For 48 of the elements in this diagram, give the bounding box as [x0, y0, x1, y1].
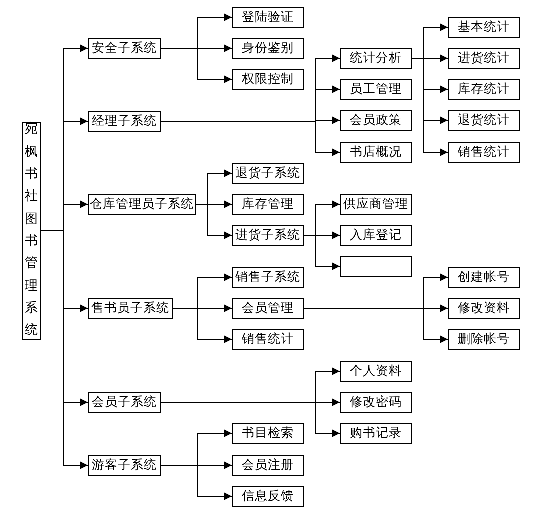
module-box: 售书员子系统	[88, 298, 173, 319]
module-box: 库存统计	[448, 79, 520, 100]
arrow	[160, 402, 340, 438]
module-box: 信息反馈	[232, 486, 304, 507]
arrow	[160, 48, 232, 84]
module-box: 销售统计	[448, 142, 520, 163]
module-box: 进货统计	[448, 48, 520, 69]
module-box: 销售统计	[232, 329, 304, 350]
arrow	[196, 204, 232, 240]
module-box: 退货子系统	[232, 163, 304, 184]
arrow	[160, 121, 340, 156]
module-box: 销售子系统	[232, 267, 304, 288]
root-box	[22, 122, 41, 340]
module-box: 会员管理	[232, 298, 304, 319]
arrow	[412, 58, 448, 156]
arrow	[172, 308, 232, 344]
empty-box	[340, 256, 412, 277]
module-box: 退货统计	[448, 110, 520, 131]
module-box: 基本统计	[448, 17, 520, 38]
arrow	[304, 308, 448, 344]
module-box: 库存管理	[232, 194, 304, 215]
module-box: 游客子系统	[88, 455, 161, 476]
module-box: 会员政策	[340, 110, 412, 131]
module-box: 购书记录	[340, 423, 412, 444]
module-box: 个人资料	[340, 361, 412, 382]
module-box: 登陆验证	[232, 7, 304, 28]
module-box: 统计分析	[340, 48, 412, 69]
module-box: 书目检索	[232, 423, 304, 444]
module-box: 会员注册	[232, 455, 304, 476]
module-box: 进货子系统	[232, 225, 304, 246]
module-box: 身份鉴别	[232, 38, 304, 59]
module-box: 书店概况	[340, 142, 412, 163]
arrow	[304, 235, 340, 270]
system-title: 宛枫书社图书管理系统	[25, 121, 38, 340]
module-box: 经理子系统	[88, 111, 161, 132]
module-box: 员工管理	[340, 79, 412, 100]
module-box: 仓库管理员子系统	[88, 194, 196, 215]
module-box: 供应商管理	[340, 194, 412, 215]
module-box: 权限控制	[232, 69, 304, 90]
module-box: 创建帐号	[448, 267, 520, 288]
arrow	[160, 465, 232, 500]
module-box: 删除帐号	[448, 329, 520, 350]
module-box: 安全子系统	[88, 38, 161, 59]
module-box: 修改资料	[448, 298, 520, 319]
module-box: 入库登记	[340, 225, 412, 246]
module-box: 会员子系统	[88, 392, 161, 413]
arrow	[40, 230, 88, 470]
module-box: 修改密码	[340, 392, 412, 413]
